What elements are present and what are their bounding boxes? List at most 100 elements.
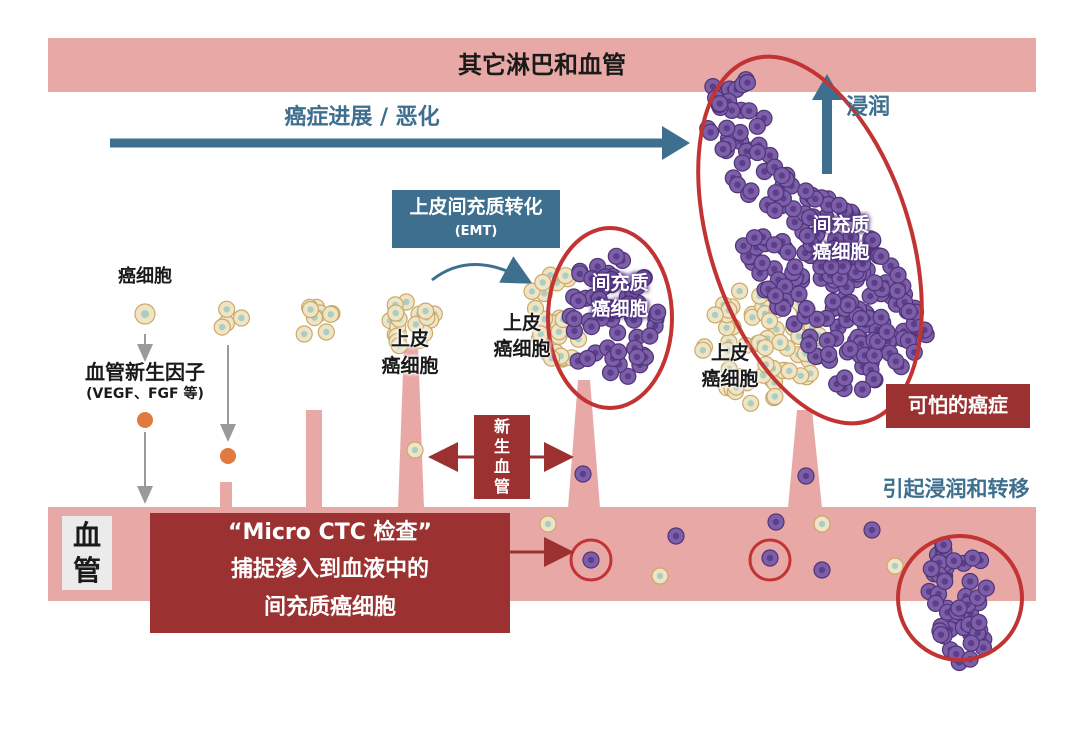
cell-nucleus	[806, 214, 813, 221]
cell-nucleus	[141, 310, 149, 318]
new-vessel-label: 新生血管	[493, 417, 510, 496]
emt-title: 上皮间充质转化	[409, 196, 543, 218]
ctc-circle	[748, 538, 792, 582]
cell-nucleus	[594, 263, 601, 270]
cell-nucleus	[744, 79, 751, 86]
cell-nucleus	[771, 207, 779, 214]
cell-nucleus	[797, 372, 804, 379]
cell-nucleus	[955, 605, 963, 612]
cell-nucleus	[223, 306, 230, 313]
cell-nucleus	[805, 341, 812, 349]
cell-nucleus	[966, 578, 974, 585]
invasion-highlight-circle	[696, 54, 924, 426]
cell-nucleus	[812, 195, 819, 203]
cell-nucleus	[813, 316, 821, 323]
cell-nucleus	[587, 556, 595, 564]
cell-nucleus	[759, 372, 767, 379]
emt-box	[392, 190, 560, 248]
cell-nucleus	[579, 470, 587, 478]
cell-nucleus	[421, 330, 428, 337]
cell-nucleus	[756, 270, 764, 277]
cell-nucleus	[887, 262, 894, 270]
factor-dot	[137, 412, 153, 428]
cell-nucleus	[751, 234, 758, 241]
progression-label: 癌症进展 / 恶化	[284, 105, 440, 130]
cell-nucleus	[747, 400, 754, 407]
cell-nucleus	[604, 344, 611, 352]
cell-nucleus	[739, 159, 746, 167]
cell-nucleus	[822, 221, 829, 228]
cell-nucleus	[835, 323, 842, 331]
epithelial-label-1a: 上皮	[390, 328, 429, 350]
cell-nucleus	[974, 630, 981, 637]
cell-nucleus	[734, 181, 741, 188]
epithelial-label-1b: 癌细胞	[381, 355, 439, 377]
cell-nucleus	[791, 320, 798, 328]
emt-subtitle: (EMT)	[454, 224, 498, 239]
cell-nucleus	[323, 328, 330, 336]
cell-nucleus	[537, 330, 544, 338]
cell-nucleus	[771, 163, 778, 171]
cell-nucleus	[707, 129, 714, 136]
cell-nucleus	[562, 272, 569, 279]
cell-nucleus	[411, 446, 419, 454]
cell-nucleus	[737, 129, 744, 136]
cell-nucleus	[301, 330, 308, 338]
cell-nucleus	[528, 288, 536, 295]
cell-nucleus	[847, 234, 854, 241]
cell-nucleus	[749, 314, 756, 321]
cell-nucleus	[968, 640, 975, 647]
cell-nucleus	[614, 329, 621, 336]
cell-nucleus	[812, 353, 819, 360]
cell-nucleus	[723, 324, 730, 331]
cell-nucleus	[327, 311, 334, 318]
metastasis-circle	[896, 534, 1024, 662]
cell-nucleus	[613, 253, 620, 260]
cell-nucleus	[634, 283, 641, 290]
cell-nucleus	[539, 279, 546, 286]
cell-nucleus	[544, 520, 552, 528]
cell-nucleus	[974, 594, 981, 601]
cell-nucleus	[762, 344, 769, 351]
cell-nucleus	[983, 584, 990, 592]
scary-cancer-label: 可怕的癌症	[908, 393, 1008, 417]
cell-nucleus	[846, 345, 854, 353]
invasion-arrow-shaft	[822, 96, 832, 174]
cell-nucleus	[723, 125, 730, 132]
cell-nucleus	[836, 275, 844, 282]
cell-nucleus	[532, 305, 539, 312]
cell-nucleus	[802, 187, 809, 195]
cell-nucleus	[541, 290, 548, 297]
cell-nucleus	[584, 355, 591, 362]
cell-nucleus	[969, 554, 976, 562]
cell-nucleus	[766, 554, 774, 562]
vessel-tag-line1: 血	[72, 519, 101, 552]
cell-nucleus	[781, 283, 789, 290]
epithelial-label-2b: 癌细胞	[493, 338, 551, 360]
cell-nucleus	[883, 328, 891, 335]
cell-nucleus	[736, 287, 743, 295]
metastasis-label: 引起浸润和转移	[882, 477, 1030, 501]
invasion-label: 浸润	[846, 95, 891, 120]
cell-nucleus	[219, 323, 226, 331]
cell-nucleus	[745, 253, 752, 260]
cell-nucleus	[802, 472, 810, 480]
cell-nucleus	[596, 296, 603, 303]
cell-nucleus	[608, 276, 615, 283]
cell-nucleus	[867, 292, 874, 300]
cell-nucleus	[827, 263, 835, 271]
angiogenic-factor-label: 血管新生因子	[85, 360, 205, 384]
cell-nucleus	[575, 297, 582, 304]
vessel-tag-line2: 管	[72, 554, 101, 587]
mesenchymal-label-1a: 间充质	[591, 272, 649, 294]
cell-nucleus	[779, 305, 787, 312]
cell-nucleus	[606, 304, 614, 311]
mesenchymal-label-2a: 间充质	[812, 214, 870, 236]
cancer-cell-label: 癌细胞	[118, 266, 172, 287]
cell-nucleus	[871, 279, 878, 286]
cell-nucleus	[905, 337, 912, 344]
cell-nucleus	[839, 263, 847, 270]
cell-nucleus	[571, 315, 578, 322]
cell-nucleus	[825, 351, 832, 358]
cell-nucleus	[588, 275, 596, 282]
